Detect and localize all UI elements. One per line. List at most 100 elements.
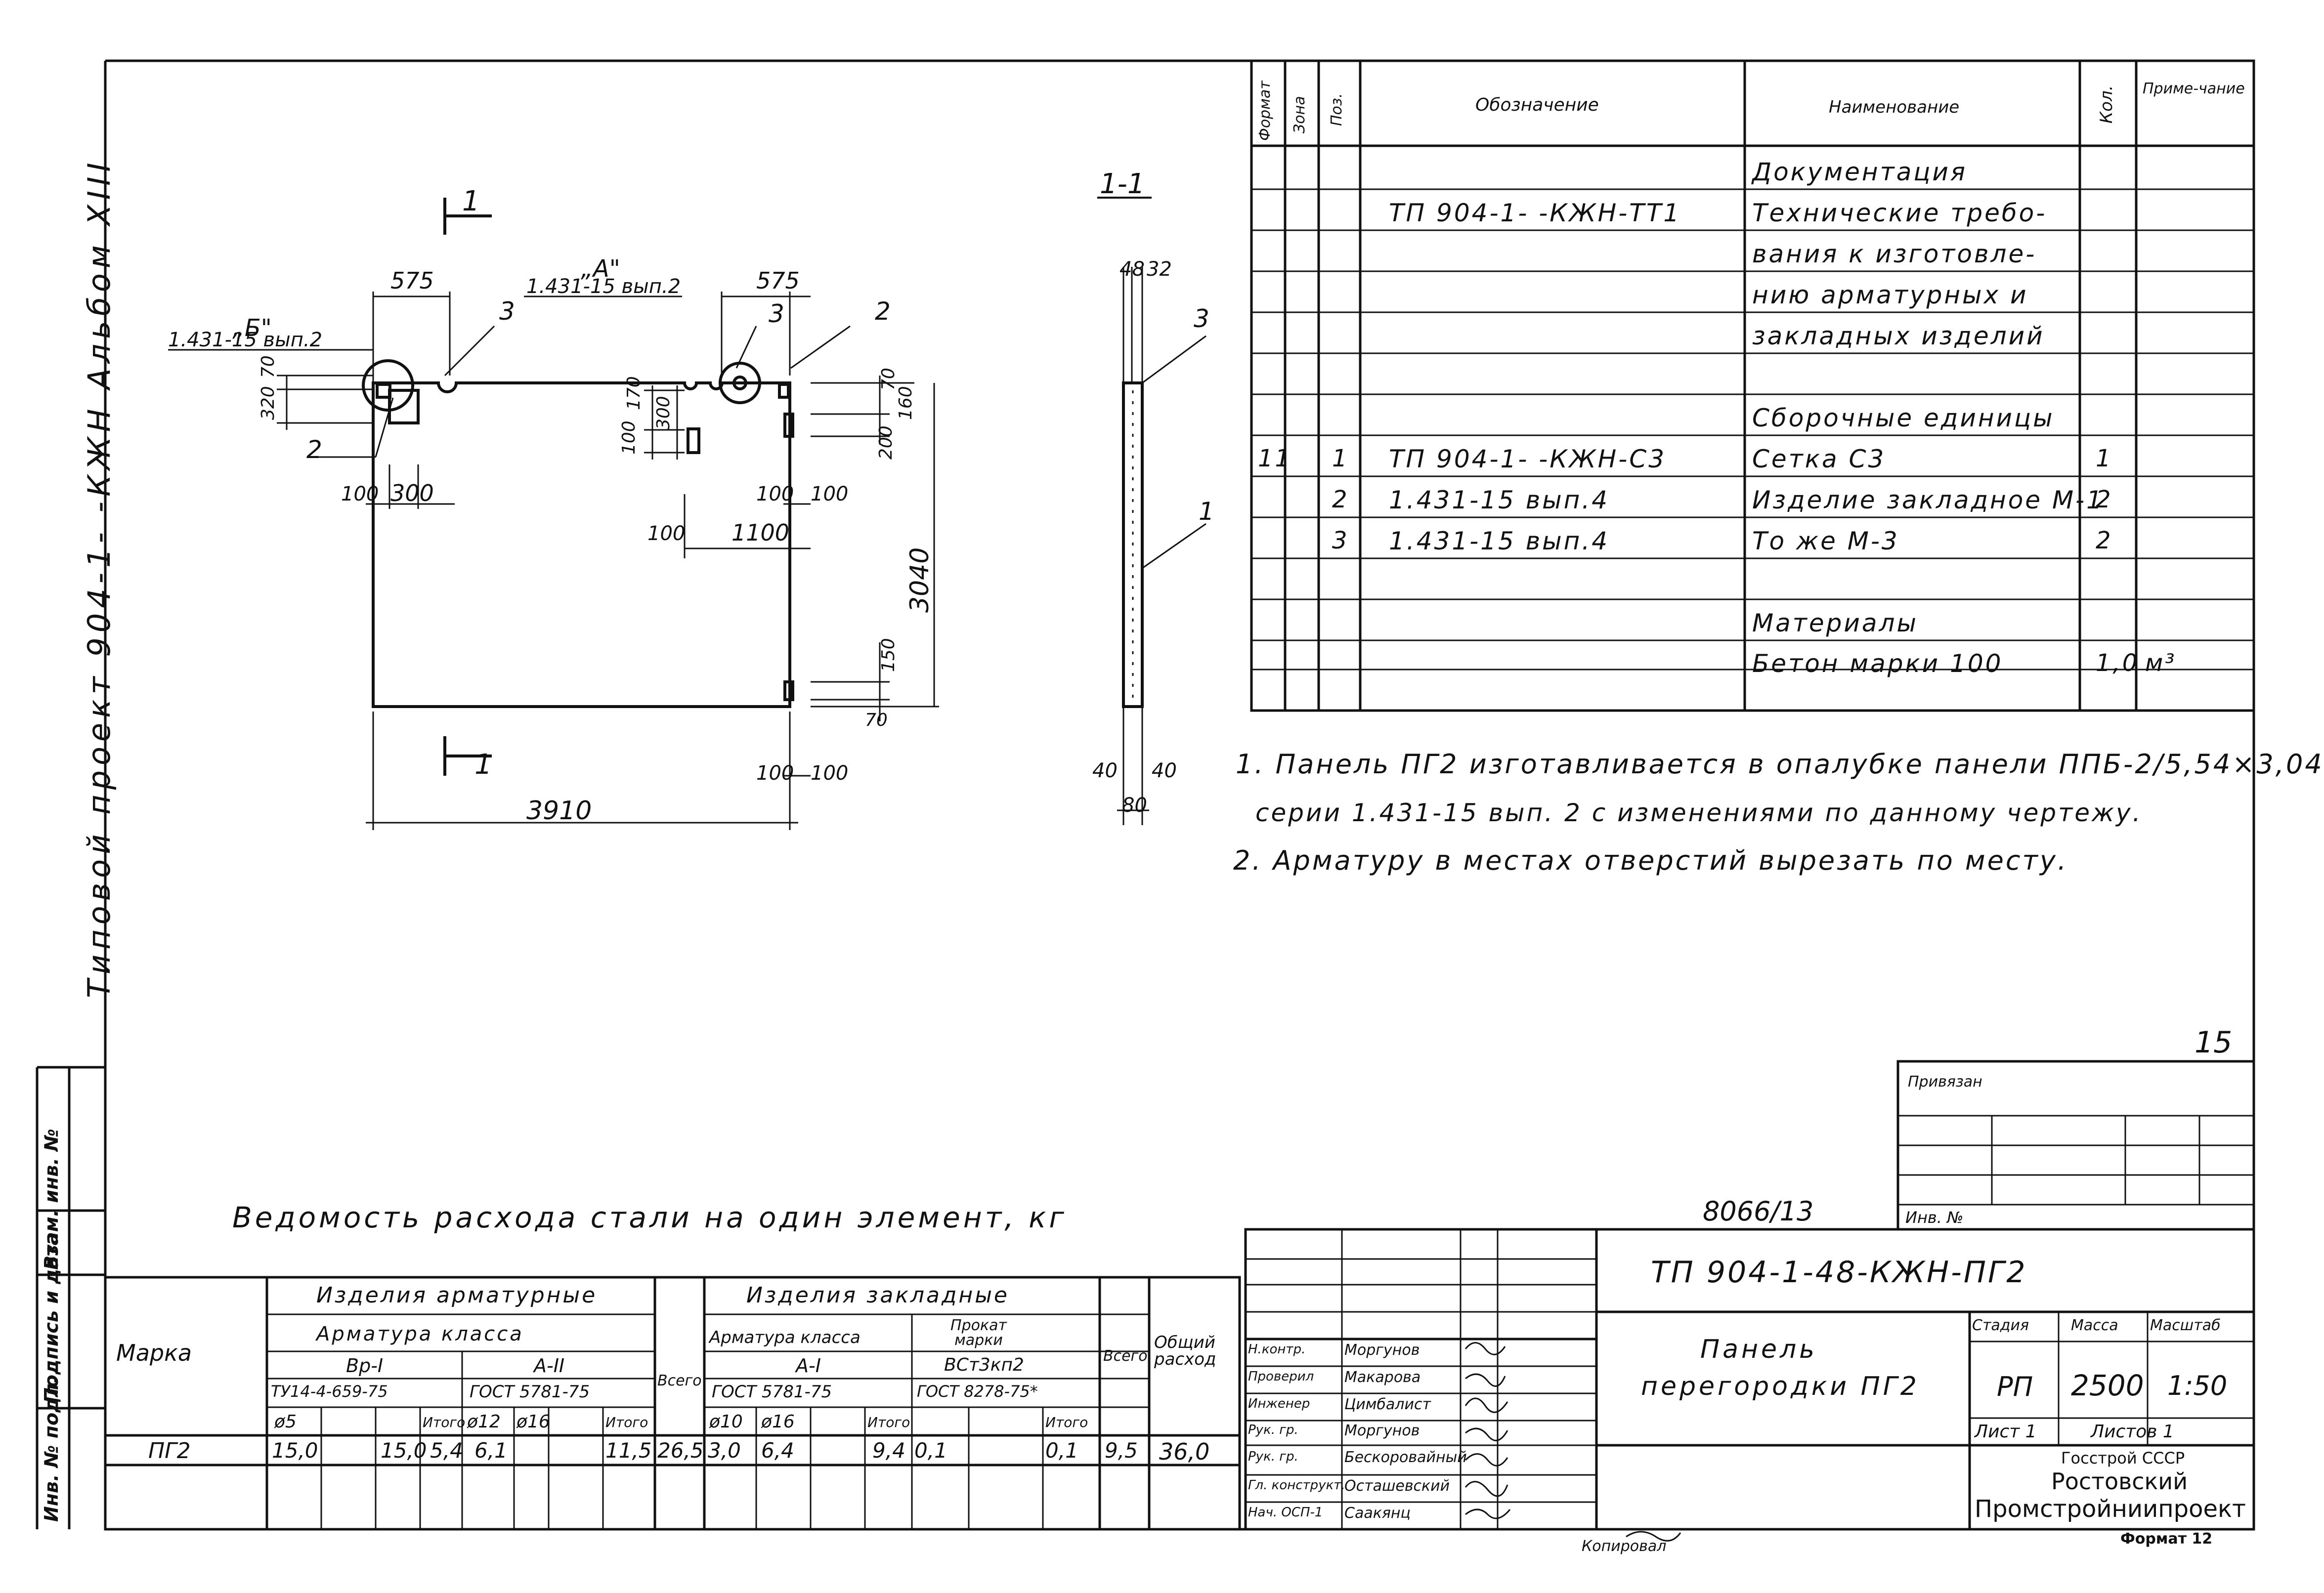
steel-h-prokat: Прокат марки: [950, 1317, 1007, 1349]
section-dim-80: 80: [1122, 794, 1147, 817]
stage-header: Стадия: [1972, 1317, 2029, 1334]
sheets-label: Листов 1: [2091, 1422, 2174, 1442]
steel-h-d10: ø10: [709, 1412, 743, 1432]
steel-h-vst: ВСт3кп2: [944, 1355, 1024, 1375]
steel-row-d16b: 6,4: [761, 1438, 794, 1463]
spec-cell-name: Изделие закладное М-1: [1752, 486, 2104, 514]
note-1-cont: серии 1.431-15 вып. 2 с изменениями по д…: [1255, 798, 2143, 827]
steel-h-all2: Всего: [1103, 1347, 1148, 1365]
signatory-role: Нач. ОСП-1: [1248, 1505, 1323, 1520]
steel-row-d12: 5,4: [430, 1438, 463, 1463]
steel-h-d5: ø5: [274, 1412, 297, 1432]
org-line-2: Ростовский: [2051, 1468, 2188, 1495]
section-pos-1: 1: [1199, 497, 1214, 526]
spec-cell-name: Сборочные единицы: [1752, 404, 2055, 432]
sheet-number: 15: [2195, 1025, 2233, 1060]
note-2: 2. Арматуру в местах отверстий вырезать …: [1233, 845, 2068, 876]
dim-70-right: 70: [878, 368, 899, 390]
spec-cell-designation: 1.431-15 вып.4: [1389, 527, 1610, 555]
doc-number: 8066/13: [1703, 1196, 1814, 1227]
section-dim-40a: 40: [1092, 759, 1118, 782]
dim-160: 160: [896, 386, 916, 420]
signatory-name: Макарова: [1344, 1369, 1421, 1386]
section-dim-40b: 40: [1152, 759, 1177, 782]
steel-row-d5: 15,0: [272, 1438, 318, 1463]
pos-3-right: 3: [769, 299, 784, 328]
signatory-role: Рук. гр.: [1248, 1449, 1298, 1464]
signatory-role: Гл. конструкт.: [1248, 1478, 1345, 1493]
spec-cell-name: Материалы: [1752, 609, 1918, 637]
signatory-role: Проверил: [1248, 1369, 1314, 1384]
dim-100-center: 100: [647, 522, 686, 545]
steel-h-gost-bp: ТУ14-4-659-75: [271, 1382, 388, 1401]
spec-h-qty: Кол.: [2097, 85, 2116, 124]
dim-100-mid: 100: [619, 420, 639, 455]
steel-row-d10: 3,0: [708, 1438, 741, 1463]
stage-value: РП: [1997, 1371, 2033, 1402]
steel-row-overall: 36,0: [1159, 1438, 1210, 1465]
scale-value: 1:50: [2167, 1370, 2228, 1401]
steel-h-emb-class: Арматура класса: [709, 1328, 861, 1347]
spec-h-zone: Зона: [1291, 96, 1308, 133]
spec-h-name: Наименование: [1829, 97, 1960, 117]
spec-cell-pos: 3: [1332, 527, 1349, 554]
dim-575-left: 575: [390, 267, 434, 294]
drawing-code: ТП 904-1-48-КЖН-ПГ2: [1651, 1255, 2027, 1290]
steel-h-bp1: Вр-I: [346, 1355, 384, 1377]
steel-h-total2: Итого: [605, 1414, 648, 1430]
steel-h-d12: ø12: [467, 1412, 501, 1432]
drawing-name-2: перегородки ПГ2: [1641, 1372, 1920, 1401]
signatory-name: Осташевский: [1344, 1477, 1450, 1495]
dim-200: 200: [876, 425, 896, 460]
stamp-field-replace: Взам. инв. №: [41, 1129, 62, 1270]
steel-h-d16: ø16: [516, 1412, 550, 1432]
steel-h-gost-a1: ГОСТ 5781-75: [712, 1382, 832, 1402]
spec-cell-name: Технические требо-: [1752, 199, 2047, 227]
steel-row-total3: 9,4: [872, 1438, 905, 1463]
inv-label: Инв. №: [1905, 1208, 1964, 1227]
steel-row-prokat: 0,1: [914, 1438, 947, 1463]
callout-a: „А": [581, 255, 620, 283]
section-mark-top: 1: [462, 185, 480, 217]
spec-cell-designation: ТП 904-1- -КЖН-ТТ1: [1389, 199, 1681, 227]
dim-320: 320: [258, 386, 278, 420]
spec-cell-format: 11: [1258, 445, 1292, 472]
note-1: 1. Панель ПГ2 изготавливается в опалубке…: [1236, 749, 2324, 780]
attached-label: Привязан: [1908, 1073, 1982, 1090]
steel-h-d16b: ø16: [761, 1412, 795, 1432]
signatory-name: Моргунов: [1344, 1341, 1420, 1359]
dim-100-low-1: 100: [756, 762, 794, 785]
spec-cell-name: вания к изготовле-: [1752, 240, 2037, 268]
dim-100-bottom-left: 100: [341, 483, 379, 505]
signatory-role: Инженер: [1248, 1396, 1310, 1411]
dim-100-low-2: 100: [811, 762, 849, 785]
spec-cell-qty: 2: [2096, 486, 2113, 513]
dim-100-right-2: 100: [811, 483, 849, 505]
signatory-role: Н.контр.: [1248, 1342, 1306, 1357]
steel-row-all2: 9,5: [1105, 1438, 1138, 1463]
signatory-name: Цимбалист: [1344, 1396, 1431, 1413]
dim-70-left: 70: [258, 355, 278, 378]
spec-cell-pos: 2: [1332, 486, 1349, 513]
spec-h-pos: Поз.: [1328, 93, 1345, 126]
steel-row-total1: 15,0: [381, 1438, 427, 1463]
section-mark-bottom: 1: [474, 749, 492, 781]
dim-575-right: 575: [756, 267, 800, 294]
spec-cell-qty: 2: [2096, 527, 2113, 554]
dim-70-low: 70: [865, 710, 888, 730]
steel-row-total4: 0,1: [1045, 1438, 1078, 1463]
spec-cell-name: Бетон марки 100: [1752, 649, 2003, 678]
steel-table-title: Ведомость расхода стали на один элемент,…: [232, 1201, 1067, 1234]
steel-h-mark: Марка: [116, 1340, 192, 1366]
pos-2-left: 2: [306, 435, 322, 464]
spec-cell-designation: 1.431-15 вып.4: [1389, 486, 1610, 514]
section-dim-48: 48: [1119, 258, 1145, 281]
steel-row-total2: 11,5: [605, 1438, 652, 1463]
callout-b: „Б": [232, 314, 272, 342]
steel-h-arm: Изделия арматурные: [316, 1283, 598, 1308]
org-line-1: Госстрой СССР: [2061, 1449, 2185, 1467]
signatory-name: Саакянц: [1344, 1505, 1411, 1522]
steel-h-overall: Общий расход: [1154, 1333, 1216, 1369]
format-label: Формат 12: [2120, 1530, 2213, 1548]
